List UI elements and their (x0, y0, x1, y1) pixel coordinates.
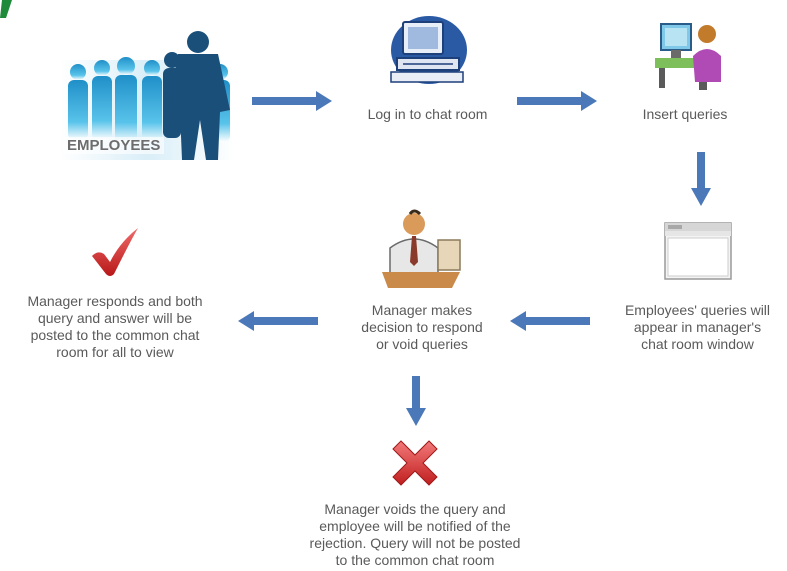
void-label-line: to the common chat room (335, 552, 495, 568)
decision-label-line: Manager makes (371, 302, 473, 318)
employees-node: EMPLOYEES (60, 30, 235, 165)
x-mark-icon (392, 440, 438, 486)
arrow-login-to-insert (517, 91, 597, 111)
respond-label-line: query and answer will be (37, 310, 193, 326)
arrow-decision-to-respond (238, 311, 318, 331)
void-label-line: Manager voids the query and (324, 501, 506, 517)
employees-label: EMPLOYEES (63, 137, 165, 154)
arrow-employees-to-login (252, 91, 332, 111)
checkmark-icon (92, 228, 138, 276)
arrow-decision-to-void (406, 376, 426, 426)
appear-label-line: chat room window (641, 336, 754, 352)
employees-silhouettes-icon (60, 31, 235, 160)
void-label-line: employee will be notified of the (319, 518, 511, 534)
browser-window-icon (664, 222, 732, 280)
respond-label-line: posted to the common chat (30, 327, 200, 343)
respond-label-line: room for all to view (56, 344, 174, 360)
arrow-insert-to-appear (691, 152, 711, 206)
arrow-appear-to-decision (510, 311, 590, 331)
void-label-line: rejection. Query will not be posted (309, 535, 521, 551)
corner-accent-icon (0, 0, 12, 18)
appear-label-line: appear in manager's (633, 319, 762, 335)
decision-label-line: decision to respond (361, 319, 483, 335)
manager-at-desk-icon (382, 209, 461, 288)
respond-label: Manager responds and both query and answ… (5, 293, 225, 361)
insert-label: Insert queries (642, 106, 728, 122)
person-at-computer-icon (655, 23, 721, 90)
respond-label-line: Manager responds and both (27, 293, 203, 309)
decision-label: Manager makes decision to respond or voi… (342, 302, 502, 353)
appear-label-line: Employees' queries will (624, 302, 771, 318)
login-label: Log in to chat room (367, 106, 488, 122)
decision-label-line: or void queries (376, 336, 468, 352)
computer-icon (390, 16, 467, 84)
void-label: Manager voids the query and employee wil… (290, 501, 540, 569)
appear-label: Employees' queries will appear in manage… (605, 302, 787, 353)
